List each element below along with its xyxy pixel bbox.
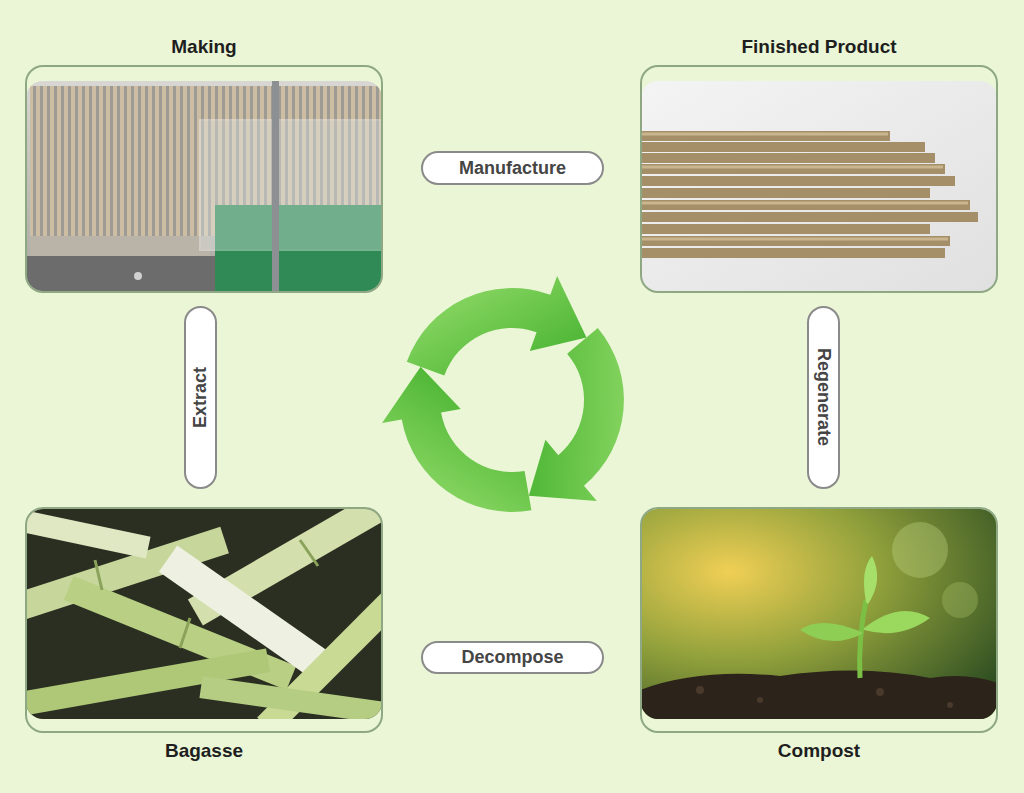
panel-heading: Finished Product [640,29,998,65]
acrylic-plate [200,120,382,250]
recycle-arrow [367,348,543,553]
photo-panel: Compost [640,507,998,769]
photo-frame [25,507,383,733]
straw-machine-photo [26,81,382,291]
step-label: Extract [190,367,211,428]
bokeh [892,522,948,578]
sprout-leaf [800,623,862,641]
recycle-arrow [407,276,587,375]
bolt [134,272,142,280]
sprout-stem [860,600,866,678]
sprout-leaf [864,611,930,633]
cane-nodes [95,540,318,648]
soil [641,670,997,719]
photo-frame [640,65,998,293]
bagasse-photo [26,509,382,719]
photo-background [641,81,997,291]
bokeh [942,582,978,618]
step-pill: Decompose [421,641,604,674]
machine-frame [26,256,215,291]
recycle-symbol [367,276,672,553]
photo-frame [640,507,998,733]
machine-rail [30,236,210,256]
sprout-leaf [864,556,877,604]
step-label: Decompose [461,647,563,668]
step-label: Regenerate [813,348,834,446]
straw-bundle [641,136,978,253]
finished-straws-photo [641,81,997,291]
straw-highlights [641,134,968,239]
soil-grains [696,686,953,708]
photo-panel: Finished Product [640,29,998,293]
step-pill: Extract [184,306,217,489]
photo-panel: Bagasse [25,507,383,769]
cane-pieces [26,509,382,719]
panel-heading: Bagasse [25,733,383,769]
photo-frame [25,65,383,293]
panel-heading: Compost [640,733,998,769]
panel-heading: Making [25,29,383,65]
photo-panel: Making [25,29,383,293]
step-label: Manufacture [459,158,566,179]
step-pill: Manufacture [421,151,604,185]
step-pill: Regenerate [807,306,840,489]
sprout-photo [641,509,997,719]
machine-rod [272,81,279,291]
